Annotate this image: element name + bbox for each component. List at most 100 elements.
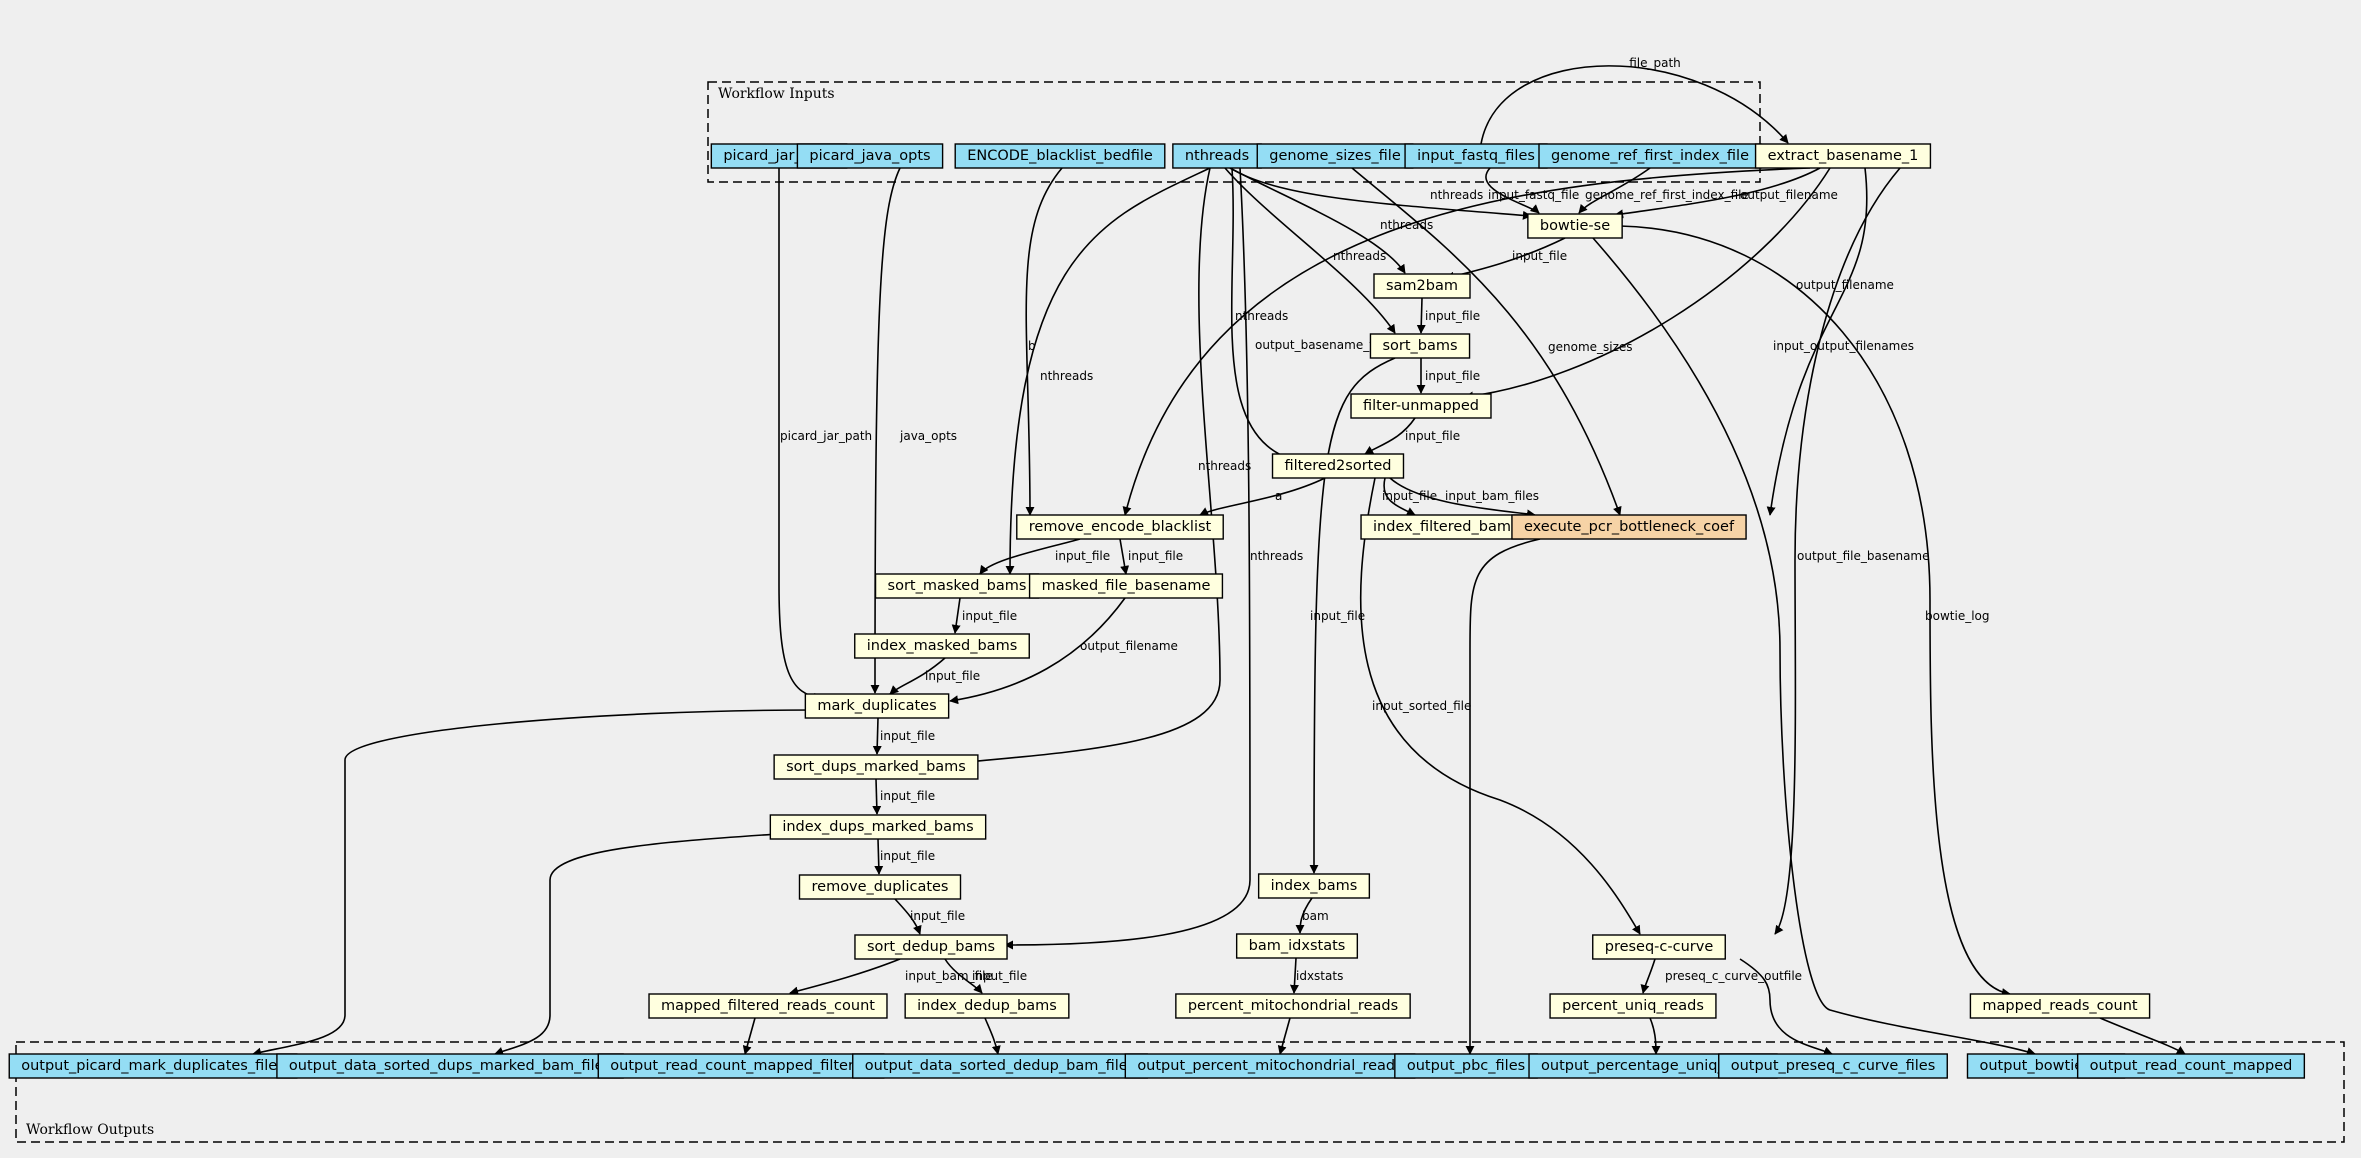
node-box bbox=[1016, 514, 1224, 540]
node-box bbox=[2076, 1053, 2306, 1079]
node-label: sort_dedup_bams bbox=[867, 939, 995, 955]
edge-line bbox=[944, 958, 983, 994]
cluster-outputs-border bbox=[15, 1041, 2345, 1143]
node-label: nthreads bbox=[1185, 148, 1249, 164]
edge-extract-basename-1-to-filter-unmapped: output_filename bbox=[1464, 167, 1894, 401]
node-index-dedup-bams: index_dedup_bams bbox=[904, 993, 1070, 1019]
node-label: masked_file_basename bbox=[1042, 578, 1211, 594]
edge-bowtie-se-to-output-bowtie-log bbox=[1592, 237, 2036, 1056]
edge-mapped-reads-count-to-output-read-count-mapped bbox=[2099, 1017, 2186, 1055]
edge-label: input_file bbox=[925, 669, 980, 683]
node-label: sort_masked_bams bbox=[888, 578, 1027, 594]
edge-index-dups-marked-bams-to-output-data-sorted-dups-marked-bam-files bbox=[494, 830, 821, 1056]
node-label: output_pbc_files bbox=[1407, 1058, 1525, 1074]
edge-nthreads-to-sort-dedup-bams: nthreads bbox=[1004, 167, 1303, 950]
node-filtered2sorted: filtered2sorted bbox=[1271, 453, 1405, 479]
node-sort-dups-marked-bams: sort_dups_marked_bams bbox=[773, 754, 979, 780]
edge-label: nthreads bbox=[1198, 459, 1251, 473]
node-filter-unmapped: filter-unmapped bbox=[1350, 393, 1492, 419]
edge-label: input_file bbox=[1128, 549, 1183, 563]
edge-label: input_file bbox=[1055, 549, 1110, 563]
node-box bbox=[1257, 873, 1371, 899]
node-output-pbc-files: output_pbc_files bbox=[1394, 1053, 1538, 1079]
node-output-picard-mark-duplicates-files: output_picard_mark_duplicates_files bbox=[8, 1053, 298, 1079]
node-box bbox=[1527, 213, 1623, 239]
node-label: input_fastq_files bbox=[1417, 148, 1535, 164]
edge-label: output_basename_file bbox=[1255, 338, 1388, 352]
node-label: genome_sizes_file bbox=[1269, 148, 1401, 164]
node-label: index_dedup_bams bbox=[917, 998, 1057, 1014]
edge-label: file_path bbox=[1629, 56, 1681, 70]
node-encode-blacklist-bedfile: ENCODE_blacklist_bedfile bbox=[954, 143, 1166, 169]
node-label: output_read_count_mapped bbox=[2090, 1058, 2293, 1074]
edge-input-fastq-files-to-extract-basename-1: file_path bbox=[1480, 56, 1789, 145]
node-label: sam2bam bbox=[1386, 278, 1458, 294]
edge-label: output_filename bbox=[1796, 278, 1894, 292]
edge-label: input_file bbox=[972, 969, 1027, 983]
node-output-preseq-c-curve-files: output_preseq_c_curve_files bbox=[1718, 1053, 1948, 1079]
edge-label: genome_ref_first_index_file bbox=[1585, 188, 1749, 202]
edge-line bbox=[252, 709, 816, 1057]
node-box bbox=[1235, 933, 1359, 959]
node-bam-idxstats: bam_idxstats bbox=[1235, 933, 1359, 959]
node-box bbox=[1404, 143, 1548, 169]
edge-label: nthreads bbox=[1040, 369, 1093, 383]
node-label: filtered2sorted bbox=[1285, 458, 1392, 474]
edge-line bbox=[1004, 167, 1251, 950]
edge-filtered2sorted-to-execute-pcr-bottleneck-coef: input_bam_files bbox=[1389, 477, 1539, 519]
edge-genome-sizes-file-to-execute-pcr-bottleneck-coef: genome_sizes bbox=[1351, 167, 1633, 516]
edge-sort-dedup-bams-to-mapped-filtered-reads-count: input_bam_file bbox=[789, 958, 993, 996]
edge-label: genome_sizes bbox=[1548, 340, 1633, 354]
edge-label: picard_jar_path bbox=[780, 429, 872, 443]
node-preseq-c-curve: preseq-c-curve bbox=[1592, 934, 1726, 960]
edge-filter-unmapped-to-filtered2sorted: input_file bbox=[1364, 417, 1460, 455]
edge-preseq-c-curve-to-percent-uniq-reads: preseq_c_curve_outfile bbox=[1640, 958, 1802, 994]
node-label: index_dups_marked_bams bbox=[782, 819, 973, 835]
node-box bbox=[854, 934, 1008, 960]
nodes-layer: picard_jar_path picard_java_opts ENCODE_bl… bbox=[8, 143, 2306, 1079]
node-box bbox=[648, 993, 888, 1019]
node-box bbox=[798, 874, 962, 900]
edge-percent-mitochondrial-reads-to-output-percent-mitochondrial-reads bbox=[1277, 1017, 1291, 1055]
edge-label: nthreads bbox=[1333, 249, 1386, 263]
node-box bbox=[1028, 573, 1224, 599]
edge-label: b bbox=[1028, 339, 1036, 353]
edge-label: a bbox=[1275, 489, 1282, 503]
edge-input-fastq-files-to-bowtie-se: input_fastq_file bbox=[1485, 167, 1579, 214]
node-picard-java-opts: picard_java_opts bbox=[796, 143, 944, 169]
edge-remove-encode-blacklist-to-sort-masked-bams: input_file bbox=[979, 538, 1110, 575]
cluster-workflow-inputs: Workflow Inputs bbox=[707, 81, 1761, 183]
edge-label: input_file bbox=[1310, 609, 1365, 623]
cluster-inputs-label: Workflow Inputs bbox=[718, 86, 835, 102]
cluster-workflow-outputs: Workflow Outputs bbox=[15, 1041, 2345, 1143]
node-label: preseq-c-curve bbox=[1605, 939, 1714, 955]
node-label: output_percentage_uniq_reads bbox=[1541, 1058, 1765, 1074]
node-label: percent_mitochondrial_reads bbox=[1188, 998, 1398, 1014]
node-bowtie-se: bowtie-se bbox=[1527, 213, 1623, 239]
edge-line bbox=[874, 838, 884, 875]
edge-label: input_output_filenames bbox=[1773, 339, 1914, 353]
edge-nthreads-to-filtered2sorted: nthreads bbox=[1230, 167, 1321, 469]
node-remove-duplicates: remove_duplicates bbox=[798, 874, 962, 900]
node-label: bowtie-se bbox=[1540, 218, 1610, 234]
node-box bbox=[1511, 514, 1747, 540]
edge-masked-file-basename-to-mark-duplicates: output_filename bbox=[949, 597, 1178, 705]
edge-label: input_file bbox=[910, 909, 965, 923]
edge-index-dups-marked-bams-to-remove-duplicates: input_file bbox=[874, 838, 935, 875]
edge-extract-basename-1-to-remove-encode-blacklist: output_basename_file bbox=[1122, 167, 1811, 516]
node-remove-encode-blacklist: remove_encode_blacklist bbox=[1016, 514, 1224, 540]
edge-extract-basename-1-to-execute-pcr-bottleneck-coef: input_output_filenames bbox=[1766, 167, 1914, 516]
node-label: filter-unmapped bbox=[1363, 398, 1479, 414]
edge-label: input_file bbox=[1425, 309, 1480, 323]
node-box bbox=[904, 993, 1070, 1019]
edge-label: nthreads bbox=[1430, 188, 1483, 202]
edge-line bbox=[1122, 167, 1811, 516]
edge-bowtie-se-to-mapped-reads-count: bowtie_log bbox=[1619, 225, 2011, 998]
edge-line bbox=[889, 657, 946, 695]
node-box bbox=[1172, 143, 1262, 169]
node-box bbox=[769, 814, 987, 840]
edge-label: nthreads bbox=[1250, 549, 1303, 563]
edge-label: input_file bbox=[1405, 429, 1460, 443]
edge-bowtie-se-to-sam2bam: input_file bbox=[1445, 237, 1567, 281]
